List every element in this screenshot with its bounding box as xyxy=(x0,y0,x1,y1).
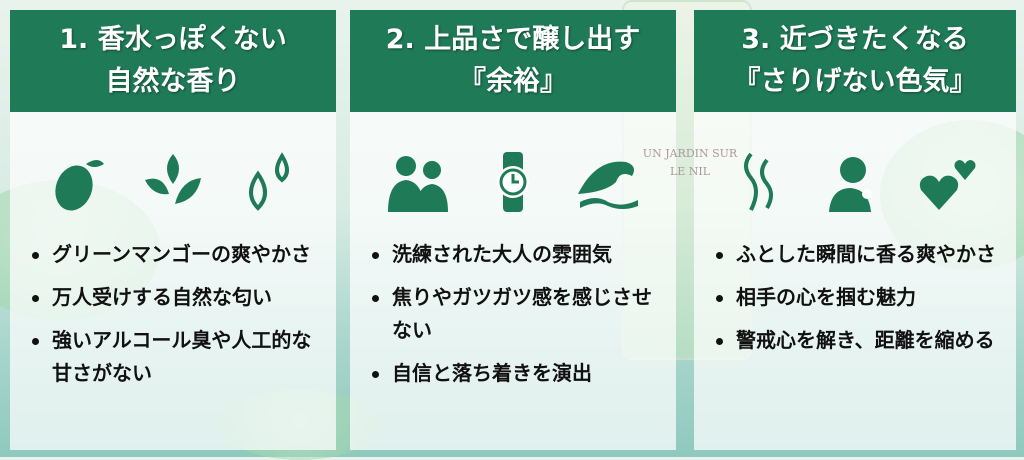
list-item: 洗練された大人の雰囲気 xyxy=(370,238,666,271)
panel-subtitle: 自然な香り xyxy=(105,66,241,97)
bullet-list: 洗練された大人の雰囲気 焦りやガツガツ感を感じさせない 自信と落ち着きを演出 xyxy=(350,238,676,390)
panel-subtitle: 『さりげない色気』 xyxy=(733,66,977,97)
bullet-list: グリーンマンゴーの爽やかさ 万人受けする自然な匂い 強いアルコール臭や人工的な甘… xyxy=(10,238,336,390)
panel-title: 2. 上品さで醸し出す xyxy=(385,24,641,55)
bottle-label: UN JARDIN SUR LE NIL xyxy=(642,147,738,178)
panel-elegance: 2. 上品さで醸し出す 『余裕』 洗練された大人の雰囲気 焦りやガツガツ感を感じ… xyxy=(350,10,676,450)
panel-title: 1. 香水っぽくない xyxy=(59,24,287,55)
list-item: 強いアルコール臭や人工的な甘さがない xyxy=(30,324,326,390)
panel-subtle-charm: 3. 近づきたくなる 『さりげない色気』 ふとした瞬間に香る爽やかさ 相手の心を… xyxy=(694,10,1016,450)
list-item: 警戒心を解き、距離を縮める xyxy=(714,324,1006,357)
panel-header: 1. 香水っぽくない 自然な香り xyxy=(10,10,336,112)
business-people-icon xyxy=(387,156,448,212)
list-item: 相手の心を掴む魅力 xyxy=(714,281,1006,314)
mango-icon xyxy=(55,160,104,211)
thinking-man-icon xyxy=(829,157,872,212)
panel-natural-scent: 1. 香水っぽくない 自然な香り グリーンマンゴーの爽やかさ 万人受けする自然な… xyxy=(10,10,336,450)
panel-subtitle: 『余裕』 xyxy=(459,66,567,97)
bullet-list: ふとした瞬間に香る爽やかさ 相手の心を掴む魅力 警戒心を解き、距離を縮める xyxy=(694,238,1016,357)
wave-icon xyxy=(578,161,639,209)
list-item: 焦りやガツガツ感を感じさせない xyxy=(370,281,666,347)
wristwatch-icon xyxy=(496,152,529,212)
list-item: 自信と落ち着きを演出 xyxy=(370,357,666,390)
panel-title: 3. 近づきたくなる xyxy=(741,24,969,55)
hearts-icon xyxy=(919,160,976,210)
scent-waves-icon xyxy=(744,152,773,211)
leaves-icon xyxy=(144,154,201,204)
list-item: グリーンマンゴーの爽やかさ xyxy=(30,238,326,271)
list-item: ふとした瞬間に香る爽やかさ xyxy=(714,238,1006,271)
panel-header: 2. 上品さで醸し出す 『余裕』 xyxy=(350,10,676,112)
list-item: 万人受けする自然な匂い xyxy=(30,281,326,314)
water-drops-icon xyxy=(249,152,290,211)
panel-header: 3. 近づきたくなる 『さりげない色気』 xyxy=(694,10,1016,112)
